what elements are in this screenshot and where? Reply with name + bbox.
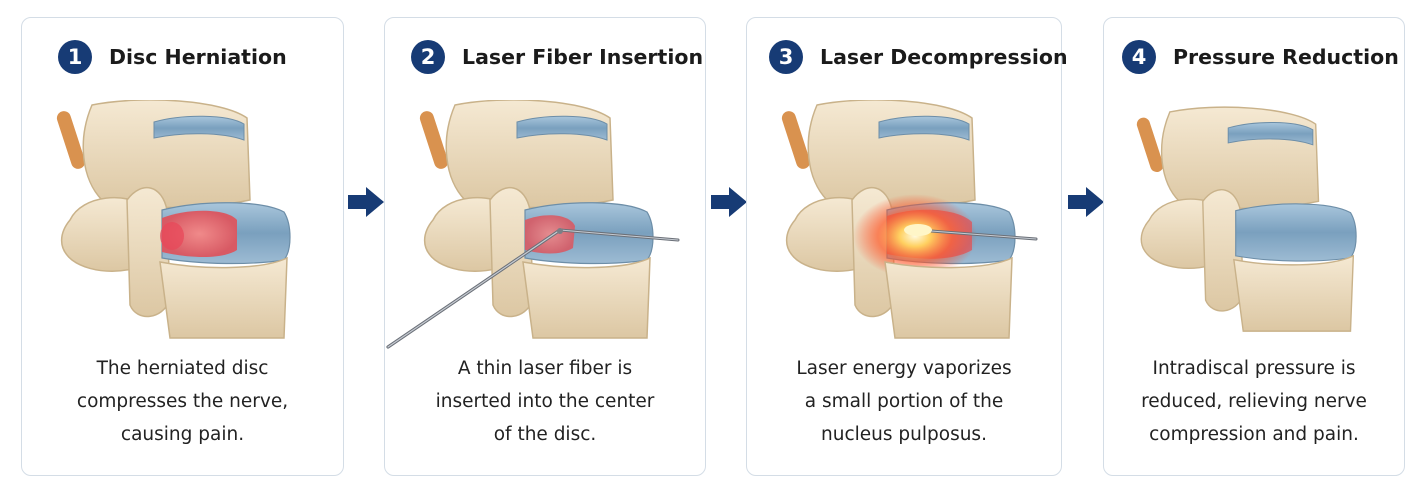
description-line: compression and pain.	[1149, 424, 1359, 445]
right-arrow-icon	[1068, 187, 1104, 217]
description-line: reduced, relieving nerve	[1141, 391, 1367, 412]
spine-segment-illustration	[419, 100, 654, 339]
description-line: nucleus pulposus.	[821, 424, 987, 445]
description-line: causing pain.	[120, 424, 245, 445]
step-title: Laser Decompression	[820, 45, 1068, 69]
description-line: Intradiscal pressure is	[1152, 358, 1356, 379]
step-title: Laser Fiber Insertion	[462, 45, 704, 69]
description-line: compresses the nerve,	[76, 391, 289, 412]
step-number-badge: 3	[769, 40, 803, 74]
step-card-1: 1 Disc Herniation The herniated disc com…	[21, 17, 344, 476]
step-title: Pressure Reduction	[1173, 45, 1399, 69]
step-title: Disc Herniation	[109, 45, 287, 69]
step-header: 3 Laser Decompression	[747, 40, 1068, 74]
spine-segment-illustration	[56, 100, 291, 339]
laser-fiber-insertion-illustration	[419, 100, 654, 339]
step-description: A thin laser fiber is inserted into the …	[385, 352, 705, 451]
laser-decompression-illustration	[781, 100, 1016, 339]
step-description: Intradiscal pressure is reduced, relievi…	[1104, 352, 1404, 451]
step-card-4: 4 Pressure Reduction Intradiscal pressur…	[1103, 17, 1405, 476]
right-arrow-icon	[348, 187, 384, 217]
step-description: The herniated disc compresses the nerve,…	[22, 352, 343, 451]
description-line: a small portion of the	[804, 391, 1004, 412]
spine-segment-illustration	[781, 100, 1016, 339]
description-line: The herniated disc	[96, 358, 269, 379]
step-header: 1 Disc Herniation	[22, 40, 343, 74]
right-arrow-icon	[711, 187, 747, 217]
step-card-2: 2 Laser Fiber Insertion A thin laser fib…	[384, 17, 706, 476]
description-line: of the disc.	[493, 424, 597, 445]
step-header: 4 Pressure Reduction	[1104, 40, 1404, 74]
description-line: A thin laser fiber is	[457, 358, 633, 379]
pressure-reduction-illustration	[1136, 106, 1357, 332]
step-number-badge: 4	[1122, 40, 1156, 74]
step-number-badge: 1	[58, 40, 92, 74]
description-line: Laser energy vaporizes	[796, 358, 1012, 379]
disc-herniation-illustration	[56, 100, 291, 339]
step-card-3: 3 Laser Decompression Laser energy vapor…	[746, 17, 1068, 476]
step-description: Laser energy vaporizes a small portion o…	[747, 352, 1061, 451]
description-line: inserted into the center	[435, 391, 655, 412]
step-number-badge: 2	[411, 40, 445, 74]
step-header: 2 Laser Fiber Insertion	[385, 40, 705, 74]
spine-segment-illustration	[1136, 106, 1357, 332]
